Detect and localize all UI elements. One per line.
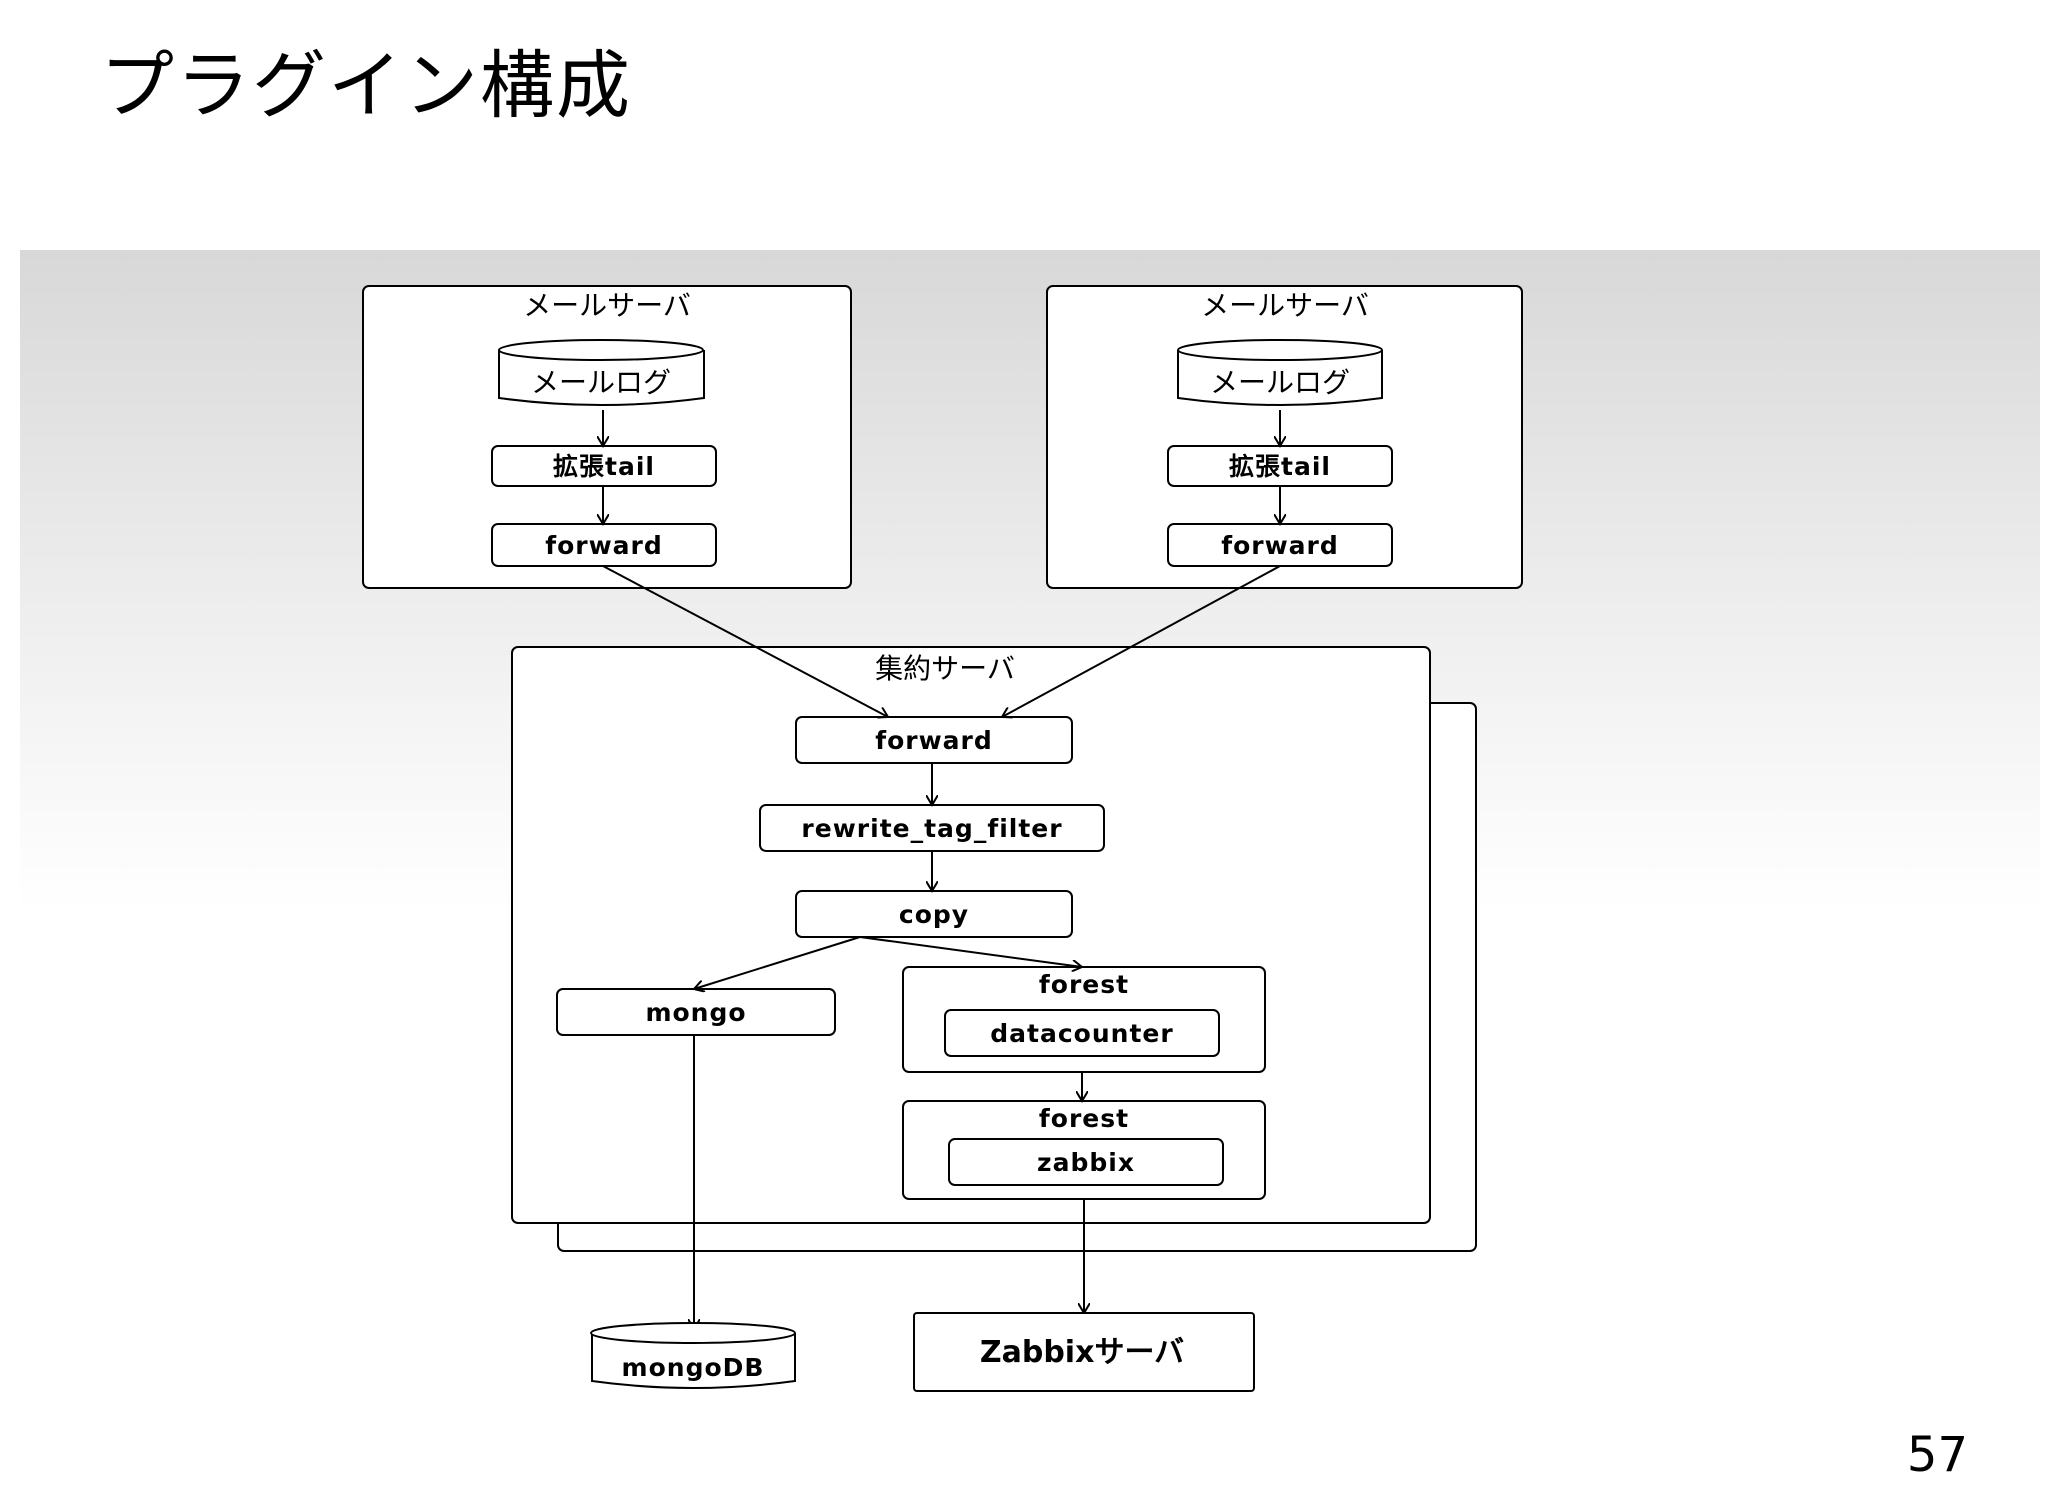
aggregation-server-label: 集約サーバ — [875, 652, 1015, 685]
edge-copy-mongo — [694, 936, 861, 989]
edge-forward1-aggforward — [602, 565, 888, 717]
zabbix-label: zabbix — [1037, 1148, 1135, 1177]
mongodb-cylinder: mongoDB — [590, 1322, 796, 1389]
mail-log-1-cylinder: メールログ — [498, 339, 705, 406]
mail-server-2-label: メールサーバ — [1201, 289, 1369, 322]
forest-2-label: forest — [1039, 1104, 1129, 1133]
zabbix-server-label: Zabbixサーバ — [980, 1335, 1184, 1370]
forward-1-label: forward — [545, 531, 663, 560]
tail-2-label: 拡張tail — [1229, 452, 1331, 481]
forest-1-label: forest — [1039, 970, 1129, 999]
zabbix-server-node: Zabbixサーバ — [913, 1312, 1255, 1392]
mail-log-1-label: メールログ — [531, 366, 671, 399]
tail-2-node: 拡張tail — [1167, 445, 1393, 487]
mail-log-2-cylinder: メールログ — [1177, 339, 1383, 406]
mail-server-2-group: メールサーバ メールログ 拡張tail forward — [1046, 285, 1523, 589]
mail-server-1-label: メールサーバ — [523, 289, 691, 322]
edge-copy-forest1 — [859, 936, 1082, 967]
rewrite-tag-filter-label: rewrite_tag_filter — [801, 814, 1062, 843]
forest-1-group: forest datacounter — [902, 966, 1266, 1073]
copy-label: copy — [899, 900, 969, 929]
page-number: 57 — [1906, 1427, 1968, 1483]
forward-1-node: forward — [491, 523, 717, 567]
zabbix-node — [948, 1138, 1224, 1186]
mail-server-1-group: メールサーバ メールログ 拡張tail forward — [362, 285, 852, 589]
tail-1-node: 拡張tail — [491, 445, 717, 487]
forest-2-group: forest zabbix — [902, 1100, 1266, 1200]
forward-2-node: forward — [1167, 523, 1393, 567]
mongo-label: mongo — [645, 998, 746, 1027]
datacounter-node — [944, 1009, 1220, 1057]
mongodb-label: mongoDB — [622, 1353, 765, 1382]
mail-log-2-label: メールログ — [1210, 366, 1350, 399]
agg-forward-node: forward — [795, 716, 1073, 764]
rewrite-tag-filter-node: rewrite_tag_filter — [759, 804, 1105, 852]
aggregation-server-group: 集約サーバ forward rewrite_tag_filter copy mo… — [511, 646, 1477, 1252]
tail-1-label: 拡張tail — [553, 452, 655, 481]
datacounter-label: datacounter — [990, 1019, 1173, 1048]
slide-title: プラグイン構成 — [100, 43, 632, 129]
edge-forward2-aggforward — [1002, 565, 1281, 717]
mongo-node: mongo — [556, 988, 836, 1036]
forward-2-label: forward — [1221, 531, 1339, 560]
agg-forward-label: forward — [875, 726, 993, 755]
copy-node: copy — [795, 890, 1073, 938]
